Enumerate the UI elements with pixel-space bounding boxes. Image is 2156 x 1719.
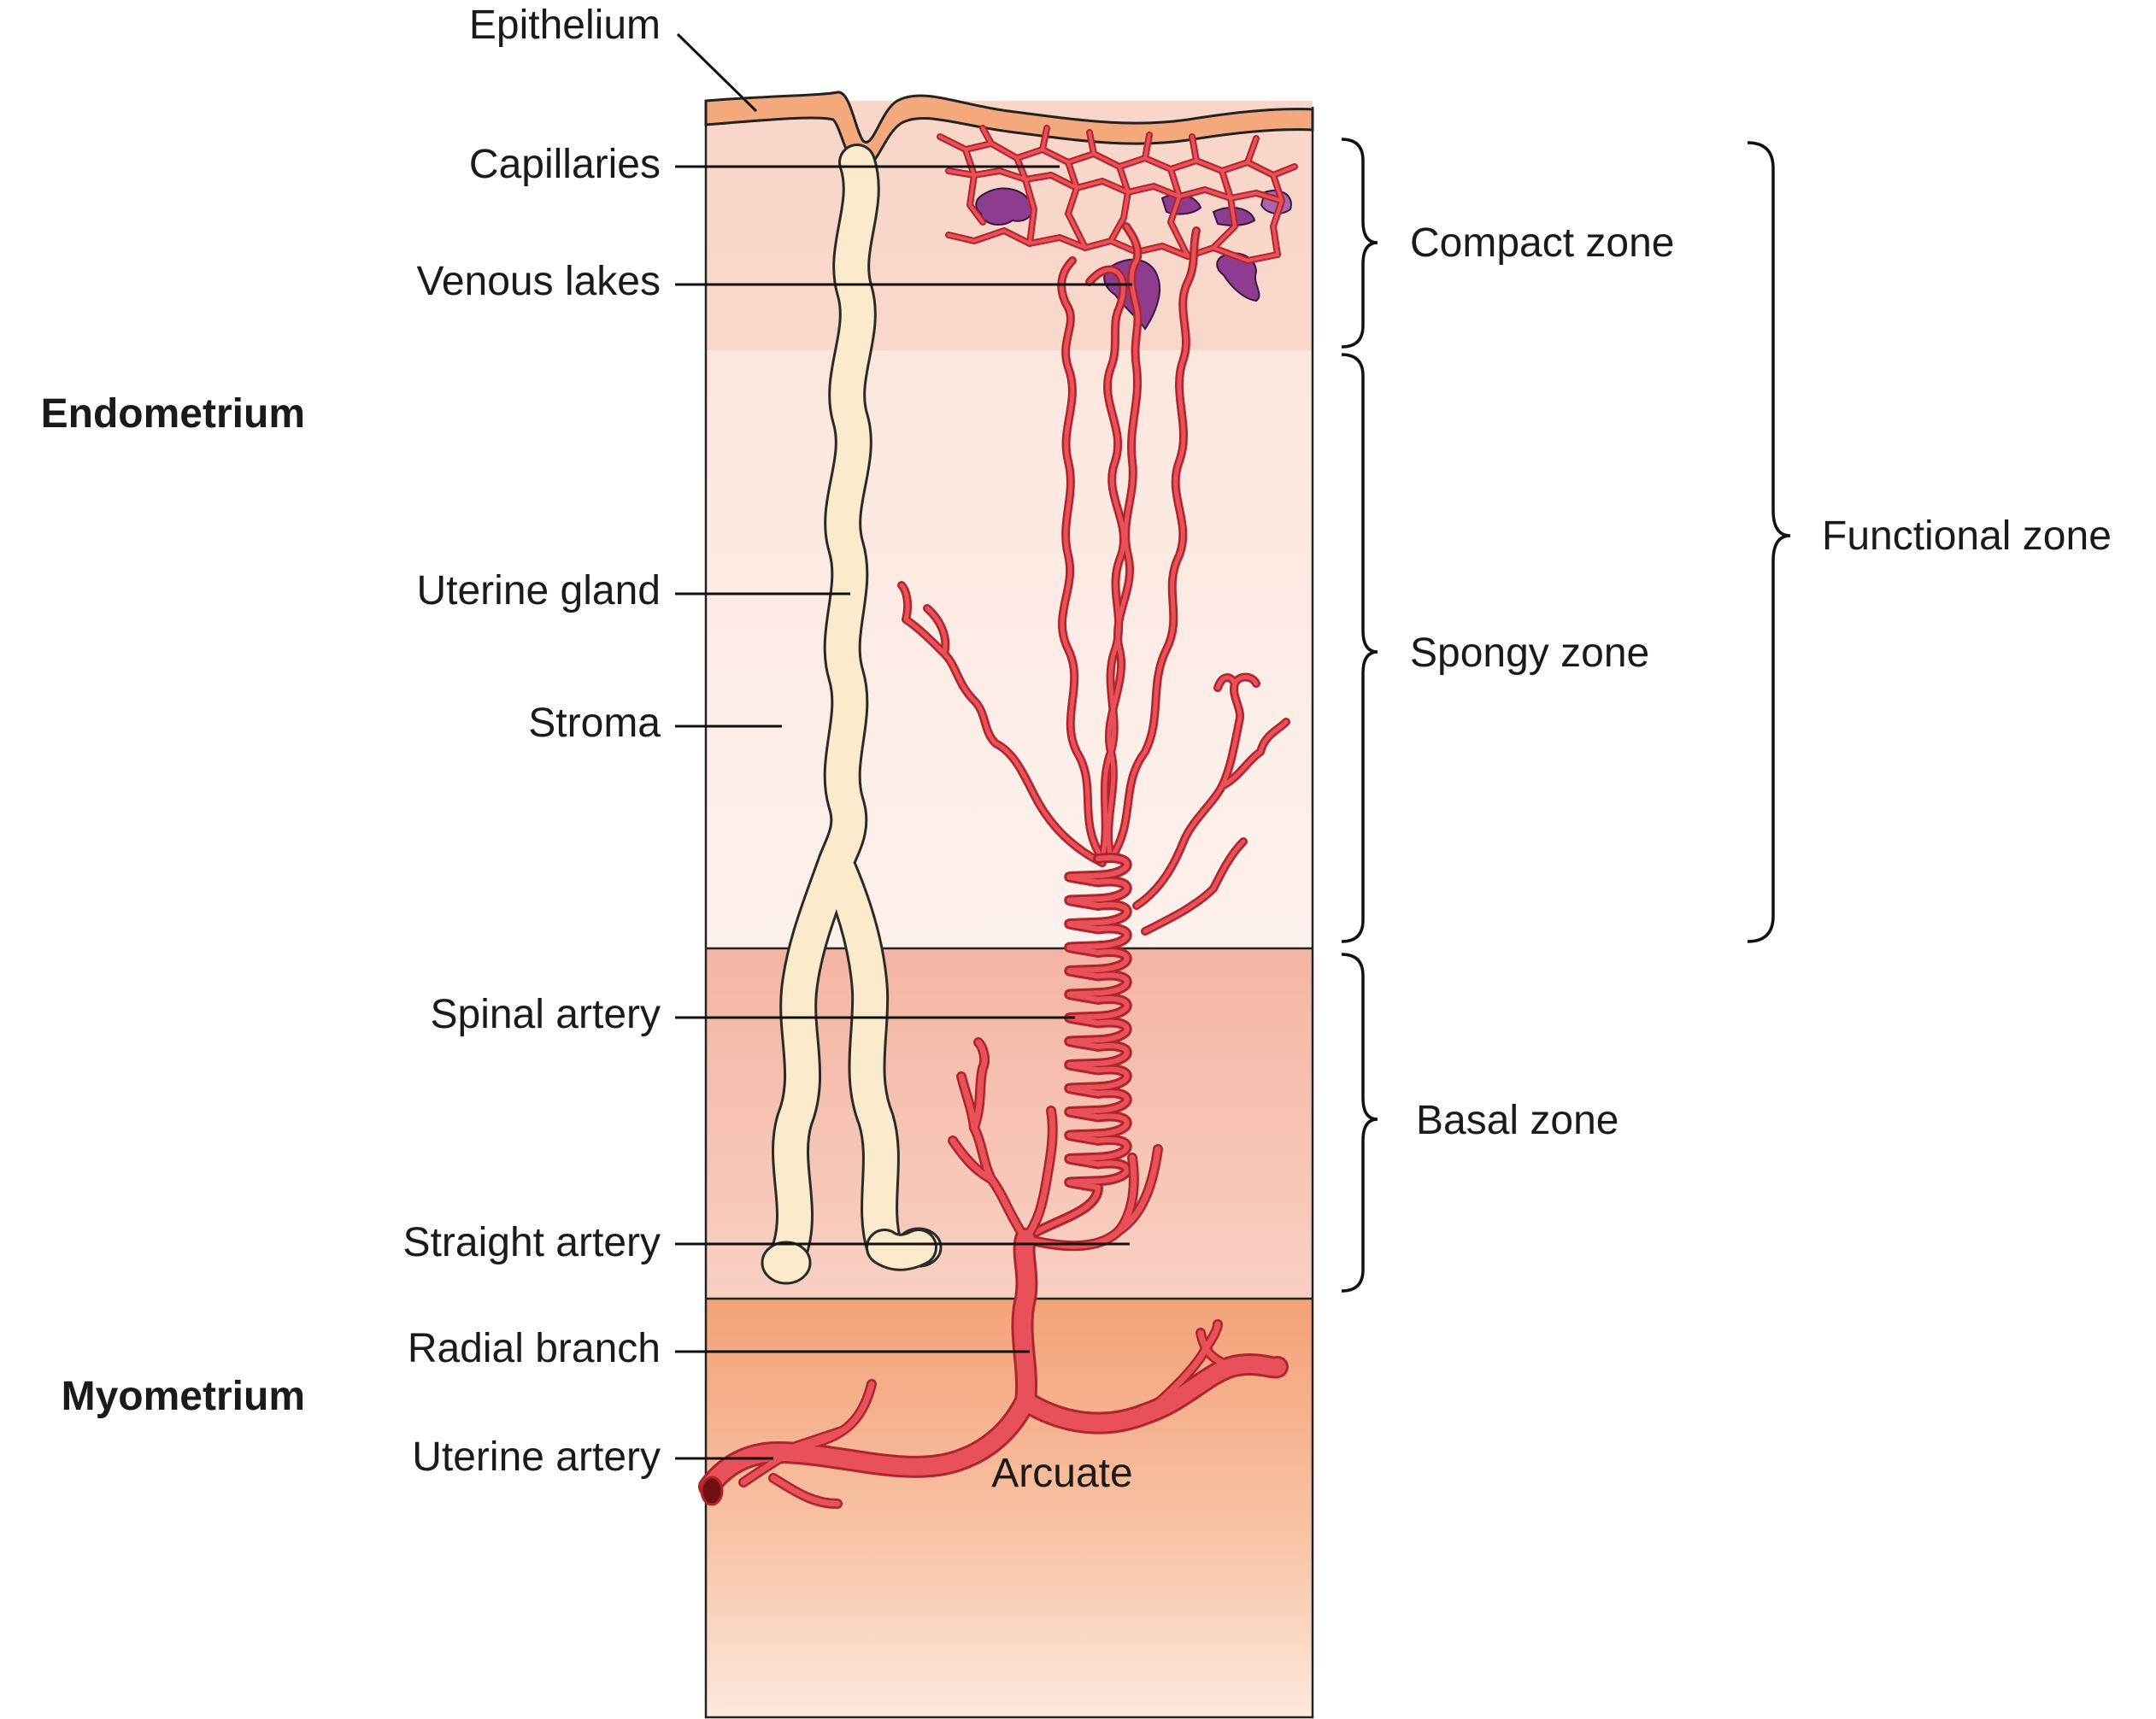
spinal-artery-coil	[1020, 853, 1132, 1244]
left-labels: Epithelium Capillaries Venous lakes Endo…	[41, 3, 1133, 1496]
label-stroma: Stroma	[528, 701, 661, 746]
brace-basal	[1341, 953, 1378, 1293]
label-epithelium: Epithelium	[469, 3, 661, 48]
compact-zone-tissue	[706, 101, 1313, 350]
uterine-gland-shape	[761, 144, 943, 1285]
label-uterine-artery: Uterine artery	[412, 1434, 661, 1480]
zone-basal: Basal zone	[1416, 1098, 1619, 1143]
region-myometrium: Myometrium	[62, 1374, 305, 1419]
label-arcuate: Arcuate	[991, 1451, 1132, 1496]
basal-arteries	[698, 1037, 1289, 1509]
label-capillaries: Capillaries	[469, 142, 661, 187]
label-radial-branch: Radial branch	[408, 1326, 661, 1371]
label-venous-lakes: Venous lakes	[416, 259, 661, 304]
brace-functional	[1747, 141, 1791, 943]
tissue-outline	[704, 101, 1314, 1719]
brace-compact	[1341, 138, 1378, 349]
capillary-network	[937, 125, 1298, 264]
spiral-artery-branches	[897, 222, 1290, 936]
label-uterine-gland: Uterine gland	[416, 568, 661, 613]
zone-braces: Compact zone Spongy zone Basal zone Func…	[1341, 138, 2112, 1293]
spinal-artery-coil-stroke	[1023, 855, 1130, 1241]
zone-functional: Functional zone	[1822, 513, 2112, 559]
zone-spongy: Spongy zone	[1410, 631, 1649, 676]
zone-compact: Compact zone	[1410, 220, 1675, 266]
label-spinal-artery: Spinal artery	[431, 992, 661, 1037]
brace-spongy	[1341, 353, 1378, 943]
region-endometrium: Endometrium	[41, 391, 305, 437]
label-straight-artery: Straight artery	[403, 1220, 661, 1265]
uterine-artery-lumen	[700, 1476, 724, 1506]
